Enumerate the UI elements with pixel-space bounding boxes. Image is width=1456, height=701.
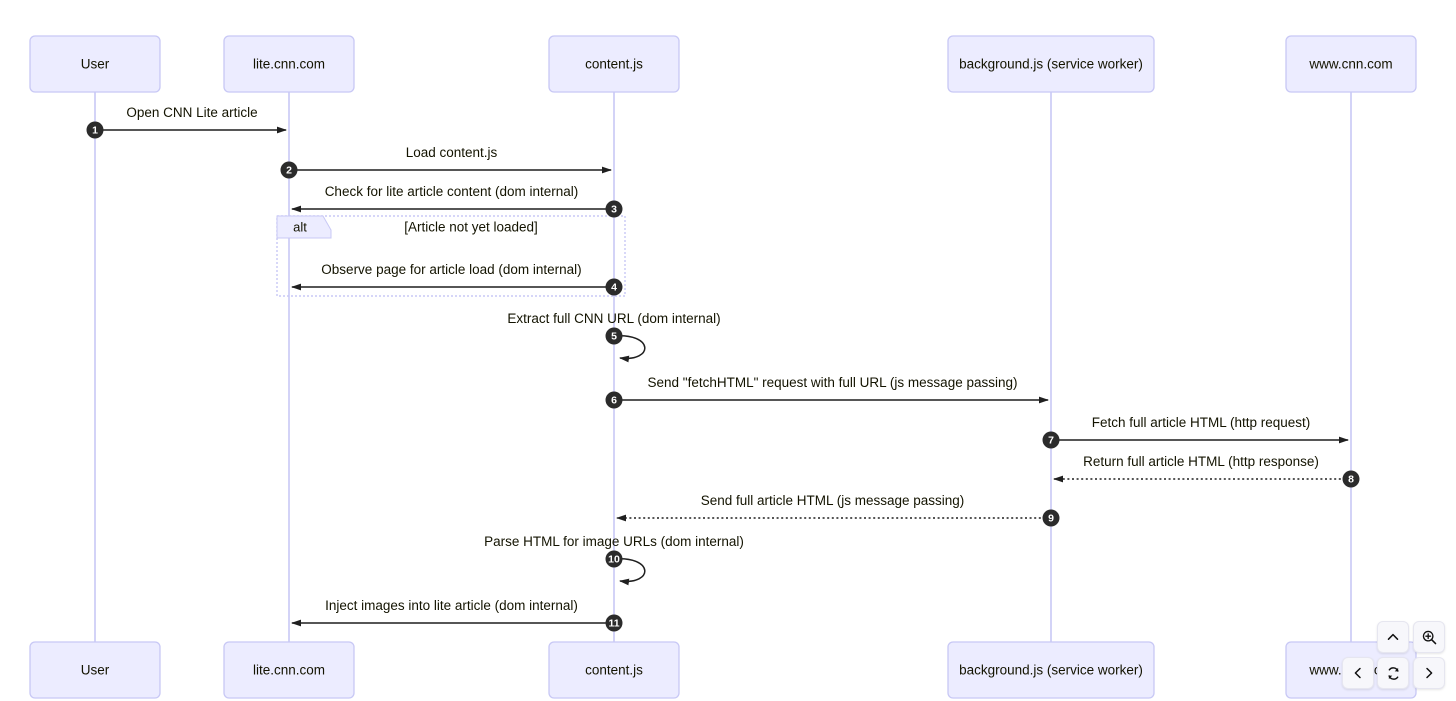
- participant-box[interactable]: [548, 641, 680, 699]
- participant-box[interactable]: [223, 641, 355, 699]
- sequence-number-badge: [605, 391, 623, 409]
- message-label: Extract full CNN URL (dom internal): [507, 311, 720, 326]
- participant-box[interactable]: [29, 641, 161, 699]
- sequence-number-badge: [605, 550, 623, 568]
- message-label: Observe page for article load (dom inter…: [321, 262, 581, 277]
- magnifier-plus-icon: [1422, 630, 1436, 644]
- pan-up-button[interactable]: [1377, 621, 1409, 653]
- participant-label: background.js (service worker): [959, 663, 1143, 678]
- message-11: Inject images into lite article (dom int…: [291, 598, 623, 632]
- participant-label: lite.cnn.com: [253, 57, 325, 72]
- message-label: Send "fetchHTML" request with full URL (…: [648, 375, 1018, 390]
- sequence-number: 3: [611, 203, 617, 215]
- message-label: Fetch full article HTML (http request): [1092, 415, 1311, 430]
- sequence-number-badge: [1042, 431, 1060, 449]
- sequence-number: 10: [608, 553, 620, 565]
- alt-block-frame: [276, 215, 626, 297]
- message-label: Return full article HTML (http response): [1083, 454, 1319, 469]
- message-label: Load content.js: [406, 145, 498, 160]
- sequence-number: 7: [1048, 434, 1054, 446]
- message-label: Inject images into lite article (dom int…: [325, 598, 578, 613]
- sequence-number-badge: [605, 278, 623, 296]
- sequence-number: 11: [608, 617, 619, 629]
- zoom-in-button[interactable]: [1413, 621, 1445, 653]
- chevron-right-icon: [1426, 667, 1433, 679]
- participant-box[interactable]: [1285, 35, 1417, 93]
- message-label: Send full article HTML (js message passi…: [701, 493, 965, 508]
- diagram-view-controls: [1338, 621, 1448, 693]
- participant-top-content[interactable]: content.js: [548, 35, 680, 93]
- participant-box[interactable]: [947, 35, 1155, 93]
- sequence-number: 9: [1048, 512, 1054, 524]
- participant-label: content.js: [585, 663, 643, 678]
- participant-box[interactable]: [947, 641, 1155, 699]
- message-label: Check for lite article content (dom inte…: [325, 184, 579, 199]
- message-3: Check for lite article content (dom inte…: [291, 184, 623, 218]
- participant-label: www.cnn.com: [1308, 57, 1392, 72]
- reset-view-button[interactable]: [1377, 657, 1409, 689]
- participant-bottom-user[interactable]: User: [29, 641, 161, 699]
- sequence-number: 6: [611, 394, 617, 406]
- pan-right-button[interactable]: [1413, 657, 1445, 689]
- chevron-left-icon: [1354, 667, 1361, 679]
- message-2: Load content.js 2: [280, 145, 612, 179]
- participant-label: lite.cnn.com: [253, 663, 325, 678]
- message-label: Open CNN Lite article: [126, 105, 257, 120]
- message-8: Return full article HTML (http response)…: [1053, 454, 1360, 488]
- sequence-number: 5: [611, 330, 617, 342]
- message-4: Observe page for article load (dom inter…: [291, 262, 623, 296]
- sequence-number-badge: [605, 200, 623, 218]
- message-5: Extract full CNN URL (dom internal) 5: [507, 311, 721, 363]
- message-10: Parse HTML for image URLs (dom internal)…: [484, 534, 744, 586]
- participant-bottom-lite[interactable]: lite.cnn.com: [223, 641, 355, 699]
- participant-top-background[interactable]: background.js (service worker): [947, 35, 1155, 93]
- sequence-number-badge: [86, 121, 104, 139]
- alt-block-label-tab: [276, 215, 332, 239]
- self-arrow: [613, 558, 646, 586]
- participant-box[interactable]: [548, 35, 680, 93]
- sequence-number-badge: [605, 614, 623, 632]
- participant-top-lite[interactable]: lite.cnn.com: [223, 35, 355, 93]
- participant-box[interactable]: [29, 35, 161, 93]
- participant-label: User: [81, 663, 110, 678]
- self-arrow: [613, 335, 646, 363]
- sequence-number-badge: [1342, 470, 1360, 488]
- participant-label: content.js: [585, 57, 643, 72]
- message-9: Send full article HTML (js message passi…: [616, 493, 1060, 527]
- alt-block-condition: [Article not yet loaded]: [404, 220, 538, 235]
- message-1: Open CNN Lite article 1: [86, 105, 287, 139]
- participant-bottom-content[interactable]: content.js: [548, 641, 680, 699]
- participant-bottom-background[interactable]: background.js (service worker): [947, 641, 1155, 699]
- participant-box[interactable]: [223, 35, 355, 93]
- sequence-number-badge: [280, 161, 298, 179]
- sequence-number-badge: [1042, 509, 1060, 527]
- participant-label: User: [81, 57, 110, 72]
- participant-top-cnn[interactable]: www.cnn.com: [1285, 35, 1417, 93]
- message-7: Fetch full article HTML (http request) 7: [1042, 415, 1349, 449]
- sequence-number: 4: [611, 281, 617, 293]
- alt-block-keyword: alt: [293, 219, 307, 234]
- sequence-number: 8: [1348, 473, 1354, 485]
- chevron-up-icon: [1387, 633, 1399, 640]
- sequence-number-badge: [605, 327, 623, 345]
- sequence-number: 1: [92, 124, 98, 136]
- message-label: Parse HTML for image URLs (dom internal): [484, 534, 744, 549]
- participant-top-user[interactable]: User: [29, 35, 161, 93]
- sequence-number: 2: [286, 164, 292, 176]
- message-6: Send "fetchHTML" request with full URL (…: [605, 375, 1049, 409]
- participant-label: background.js (service worker): [959, 57, 1143, 72]
- pan-left-button[interactable]: [1342, 657, 1374, 689]
- refresh-icon: [1387, 666, 1399, 680]
